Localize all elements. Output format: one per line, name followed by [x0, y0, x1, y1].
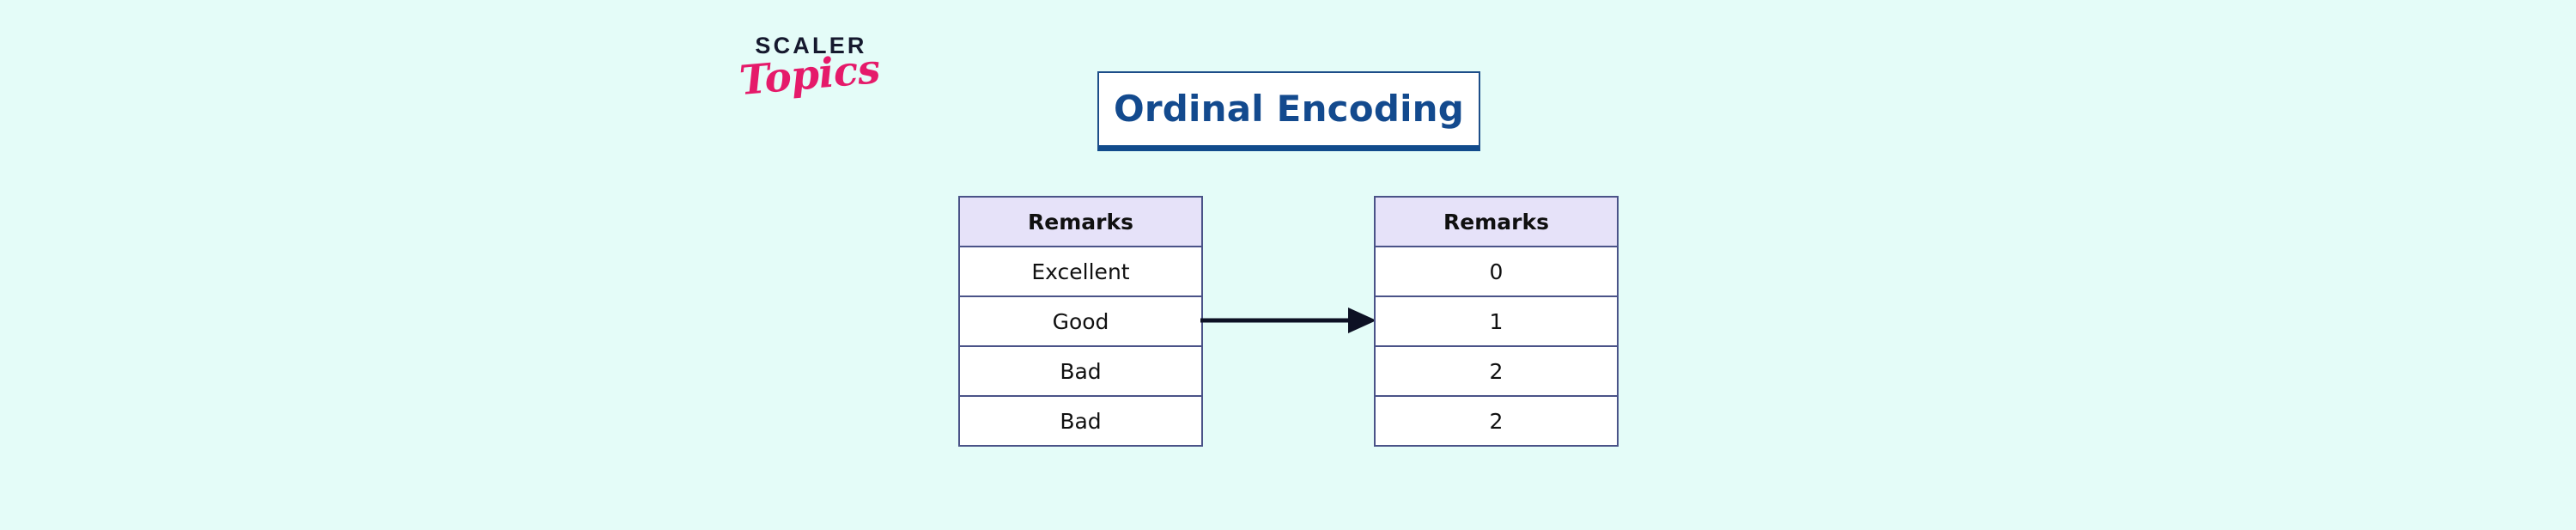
table-header-row: Remarks [958, 196, 1203, 247]
table-row: Bad [958, 395, 1203, 447]
table-row: Good [958, 295, 1203, 347]
output-cell-1: 1 [1374, 295, 1619, 347]
input-cell-0: Excellent [958, 246, 1203, 297]
table-row: 1 [1374, 295, 1619, 347]
table-row: 0 [1374, 246, 1619, 297]
page-title-box: Ordinal Encoding [1097, 71, 1480, 151]
output-cell-0: 0 [1374, 246, 1619, 297]
input-cell-2: Bad [958, 345, 1203, 397]
table-row: 2 [1374, 345, 1619, 397]
output-cell-3: 2 [1374, 395, 1619, 447]
table-row: Bad [958, 345, 1203, 397]
table-row: Excellent [958, 246, 1203, 297]
table-header-row: Remarks [1374, 196, 1619, 247]
output-table-header-remarks: Remarks [1374, 196, 1619, 247]
arrow-head [1348, 308, 1376, 333]
input-table-header-remarks: Remarks [958, 196, 1203, 247]
input-cell-1: Good [958, 295, 1203, 347]
table-row: 2 [1374, 395, 1619, 447]
input-cell-3: Bad [958, 395, 1203, 447]
logo-wordmark-scaler: SCALER [755, 33, 867, 58]
input-table: Remarks Excellent Good Bad Bad [958, 196, 1203, 447]
output-cell-2: 2 [1374, 345, 1619, 397]
page-title: Ordinal Encoding [1113, 88, 1465, 130]
scaler-topics-logo: SCALER Topics [728, 34, 891, 133]
arrow-right-icon [1200, 308, 1376, 333]
output-table: Remarks 0 1 2 2 [1374, 196, 1619, 447]
